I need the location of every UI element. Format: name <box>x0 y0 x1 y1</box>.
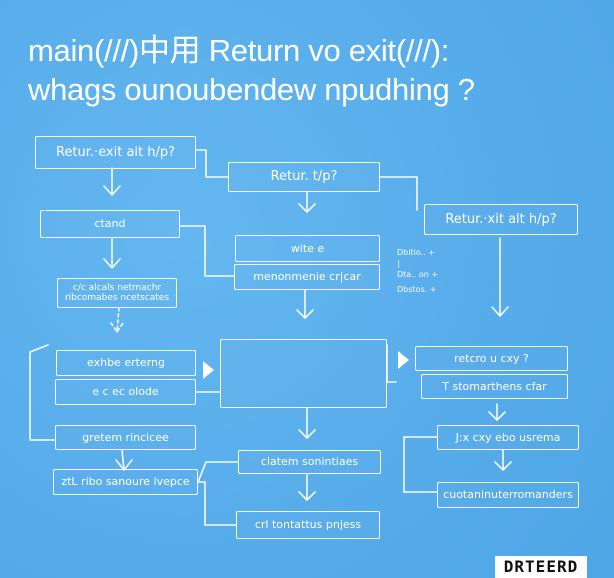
note-1: Dbitio.. + <box>397 248 435 257</box>
link-left-ztl-to-crl <box>197 481 237 526</box>
left-greten-box: gretem rincicee <box>55 425 196 450</box>
arrow-right-retcro-down <box>488 403 506 421</box>
right-retcro-box: retcro u cxy ? <box>415 346 568 371</box>
right-jx-box: J:x cxy ebo usrema <box>437 425 579 450</box>
link-left-ctand-to-menom <box>179 225 235 277</box>
arrow-right-jx-down <box>494 449 512 471</box>
arrow-left-top-down <box>103 167 121 196</box>
center-menom-box: menonmenie cr|car <box>234 264 380 290</box>
note-2: | <box>397 259 400 268</box>
left-small-line-2: ribcomabes ncetscates <box>64 293 170 303</box>
left-small-line-1: c/c alcals netrnachr <box>72 283 162 293</box>
arrow-left-small-down <box>110 307 124 333</box>
arrow-right-top-down <box>491 237 509 317</box>
center-wite-box: wite e <box>235 235 380 262</box>
center-big-empty-box <box>220 339 387 408</box>
watermark-logo: DRTEERD <box>495 556 587 578</box>
link-center-top-to-right <box>379 176 418 211</box>
link-right-jx-to-cuota <box>403 436 438 493</box>
center-clatem-box: clatem sonintiaes <box>238 450 381 474</box>
arrowhead-into-big-box <box>203 361 214 379</box>
left-small-notes-box: c/c alcals netrnachr ribcomabes ncetscat… <box>57 278 177 308</box>
left-ztl-box: ztL ribo sanoure lvepce <box>53 469 198 495</box>
link-left-top-to-center <box>195 149 229 178</box>
title-line-1: main(///)中用 Return vo exit(///): <box>28 33 450 68</box>
center-crl-box: crl tontattus pnjess <box>236 511 380 539</box>
left-bracket <box>29 344 56 441</box>
arrow-center-top-down <box>298 191 316 213</box>
arrow-left-greten-down <box>115 449 133 471</box>
arrow-center-big-down <box>298 407 316 439</box>
right-top-return-box: Retur.·xit alt h/p? <box>424 204 578 235</box>
left-clode-box: e c ec olode <box>55 379 196 405</box>
right-bracket-top <box>386 344 397 383</box>
right-stomar-box: T stomarthens cfar <box>421 374 568 399</box>
arrow-center-menom-down <box>296 289 314 319</box>
link-ztl-to-clatem <box>197 461 239 483</box>
left-top-return-box: Retur.·exit ait h/p? <box>35 136 196 169</box>
note-4: Dbstos. + <box>397 285 437 294</box>
arrow-center-clatem-down <box>298 473 316 501</box>
note-3: Dta.. on + <box>397 270 439 279</box>
arrow-left-ctand-down <box>103 237 121 269</box>
title-line-2: whags ounoubendew npudhing ? <box>28 72 475 107</box>
arrowhead-into-right-retcro <box>398 351 409 369</box>
left-exhbe-box: exhbe erterng <box>56 350 196 376</box>
right-cuota-box: cuotaninuterromanders <box>437 482 579 508</box>
left-ctand-box: ctand <box>40 210 180 238</box>
center-top-return-box: Retur. t/p? <box>228 162 380 192</box>
